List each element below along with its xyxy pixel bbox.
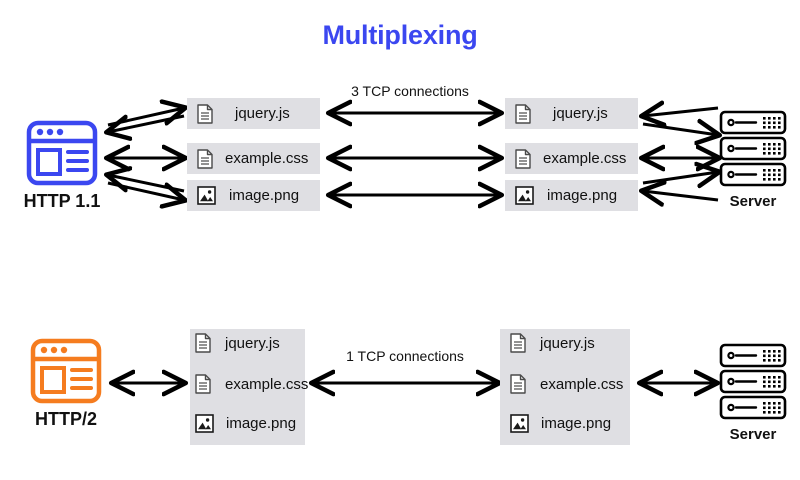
http11-client-connection-arrows (104, 96, 190, 212)
file-name: image.png (229, 187, 300, 204)
document-file-icon (197, 103, 213, 124)
file-name: image.png (541, 415, 612, 432)
page-title: Multiplexing (322, 20, 478, 50)
http11-client-browser-icon (26, 120, 98, 186)
document-file-icon (197, 148, 213, 169)
http11-client-file-chip: example.css (187, 143, 320, 174)
document-file-icon (510, 333, 526, 353)
http2-client-connection-arrow (108, 372, 190, 394)
http11-client-label: HTTP 1.1 (23, 191, 101, 211)
file-name: jquery.js (540, 334, 595, 352)
http2-server-file-row: image.png (510, 414, 611, 433)
http11-server-file-chip: jquery.js (505, 98, 638, 129)
document-file-icon (515, 103, 531, 124)
http11-client-file-chip: jquery.js (187, 98, 320, 129)
http2-client-browser-icon (30, 338, 102, 404)
http2-server-icon (719, 343, 787, 423)
file-name: jquery.js (225, 334, 280, 352)
document-file-icon (195, 374, 211, 394)
http2-client-file-row: jquery.js (195, 333, 280, 353)
file-name: example.css (225, 375, 309, 393)
image-file-icon (195, 414, 214, 433)
http11-server-icon (719, 110, 787, 190)
file-name: jquery.js (553, 105, 608, 122)
http11-transport-arrows (324, 96, 506, 212)
http11-server-connection-arrows (640, 96, 724, 212)
http11-server-file-chip: example.css (505, 143, 638, 174)
file-name: image.png (226, 415, 297, 432)
file-name: example.css (540, 375, 624, 393)
image-file-icon (515, 186, 534, 205)
document-file-icon (195, 333, 211, 353)
http2-connection-label: 1 TCP connections (346, 348, 464, 364)
http2-client-file-row: image.png (195, 414, 296, 433)
file-name: image.png (547, 187, 618, 204)
file-name: example.css (225, 150, 309, 167)
file-name: example.css (543, 150, 627, 167)
http11-client-file-chip: image.png (187, 180, 320, 211)
http2-server-connection-arrow (636, 372, 722, 394)
image-file-icon (197, 186, 216, 205)
document-file-icon (510, 374, 526, 394)
file-name: jquery.js (235, 105, 290, 122)
http2-server-file-row: jquery.js (510, 333, 595, 353)
http11-server-label: Server (729, 193, 777, 210)
image-file-icon (510, 414, 529, 433)
http2-transport-arrow (308, 372, 504, 394)
http2-client-label: HTTP/2 (34, 409, 97, 429)
document-file-icon (515, 148, 531, 169)
http2-server-label: Server (729, 426, 777, 443)
http2-server-file-row: example.css (510, 374, 623, 394)
http11-connection-label: 3 TCP connections (351, 83, 469, 99)
http2-client-file-row: example.css (195, 374, 308, 394)
http11-server-file-chip: image.png (505, 180, 638, 211)
